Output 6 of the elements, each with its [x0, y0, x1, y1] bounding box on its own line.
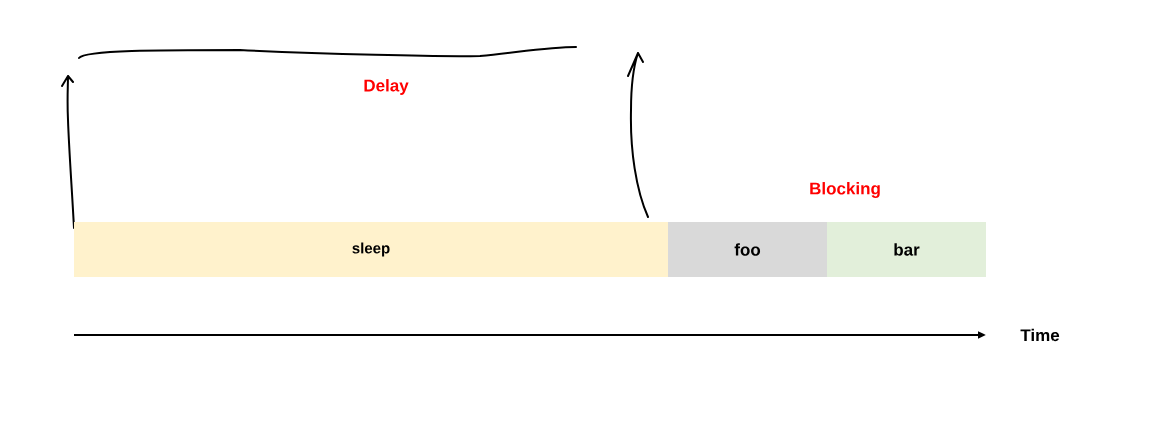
timeline-segment: sleep [74, 222, 668, 277]
annotation-label: Blocking [810, 182, 880, 198]
axis-label: Time [1020, 328, 1060, 342]
annotation-label: Delay [364, 79, 409, 95]
timeline-segment: foo [668, 222, 827, 277]
timeline-segment: bar [827, 222, 986, 277]
